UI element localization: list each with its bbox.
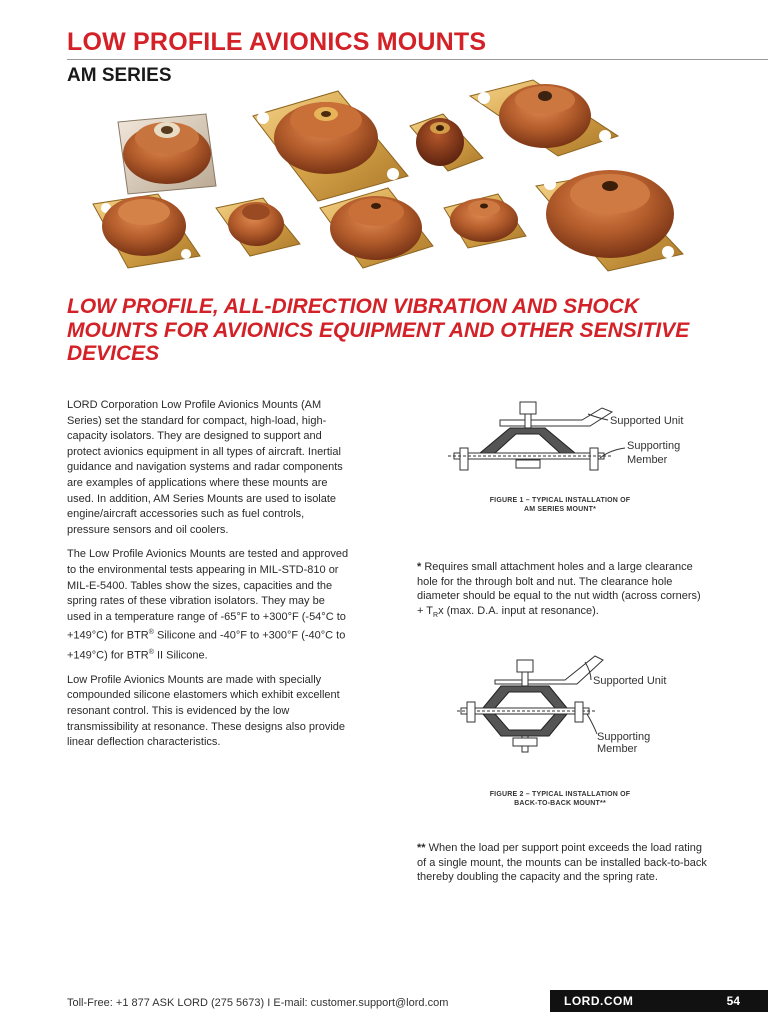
body-paragraph-1: LORD Corporation Low Profile Avionics Mo… xyxy=(67,399,343,536)
fig1-label-member-1: Supporting xyxy=(627,440,680,452)
footer-website[interactable]: LORD.COM xyxy=(564,994,634,1008)
fig1-label-member-2: Member xyxy=(627,454,668,466)
mount-small-center xyxy=(215,197,301,257)
mount-center-bottom xyxy=(319,187,434,269)
figure-2-caption: FIGURE 2 – TYPICAL INSTALLATION OF BACK-… xyxy=(489,791,631,807)
mount-small-dark xyxy=(409,113,484,172)
mount-right-diamond xyxy=(468,79,620,157)
footer-contact: Toll-Free: +1 877 ASK LORD (275 5673) I … xyxy=(67,997,449,1009)
headline: LOW PROFILE, ALL-DIRECTION VIBRATION AND… xyxy=(67,295,690,365)
figure-1-diagram: Supported Unit Supporting Member xyxy=(448,401,683,471)
fig1-label-unit: Supported Unit xyxy=(610,415,683,427)
product-photo-mounts xyxy=(92,79,684,272)
mount-large-diamond xyxy=(252,90,409,202)
title-divider xyxy=(67,59,768,60)
page-number: 54 xyxy=(726,994,740,1008)
body-paragraph-2: The Low Profile Avionics Mounts are test… xyxy=(67,548,349,662)
fig2-label-unit: Supported Unit xyxy=(593,675,666,687)
mount-large-bottom-right xyxy=(535,170,684,272)
mount-silver xyxy=(117,113,217,195)
body-text: LORD Corporation Low Profile Avionics Mo… xyxy=(67,398,350,760)
fig2-label-member-1: Supporting xyxy=(597,731,650,743)
page-title: LOW PROFILE AVIONICS MOUNTS xyxy=(67,28,487,56)
footer-bar: LORD.COM 54 xyxy=(550,990,768,1012)
figure-1-note: * Requires small attachment holes and a … xyxy=(417,561,701,619)
fig2-label-member-2: Member xyxy=(597,743,638,755)
mount-small-right xyxy=(443,193,527,249)
body-paragraph-3: Low Profile Avionics Mounts are made wit… xyxy=(67,673,345,749)
figure-1-caption: FIGURE 1 – TYPICAL INSTALLATION OF AM SE… xyxy=(489,497,631,513)
figure-2-note: ** When the load per support point excee… xyxy=(417,842,707,884)
mount-bottom-left xyxy=(92,193,201,269)
series-subtitle: AM SERIES xyxy=(67,65,172,86)
figure-2-diagram: Supported Unit Supporting Member xyxy=(457,655,666,755)
